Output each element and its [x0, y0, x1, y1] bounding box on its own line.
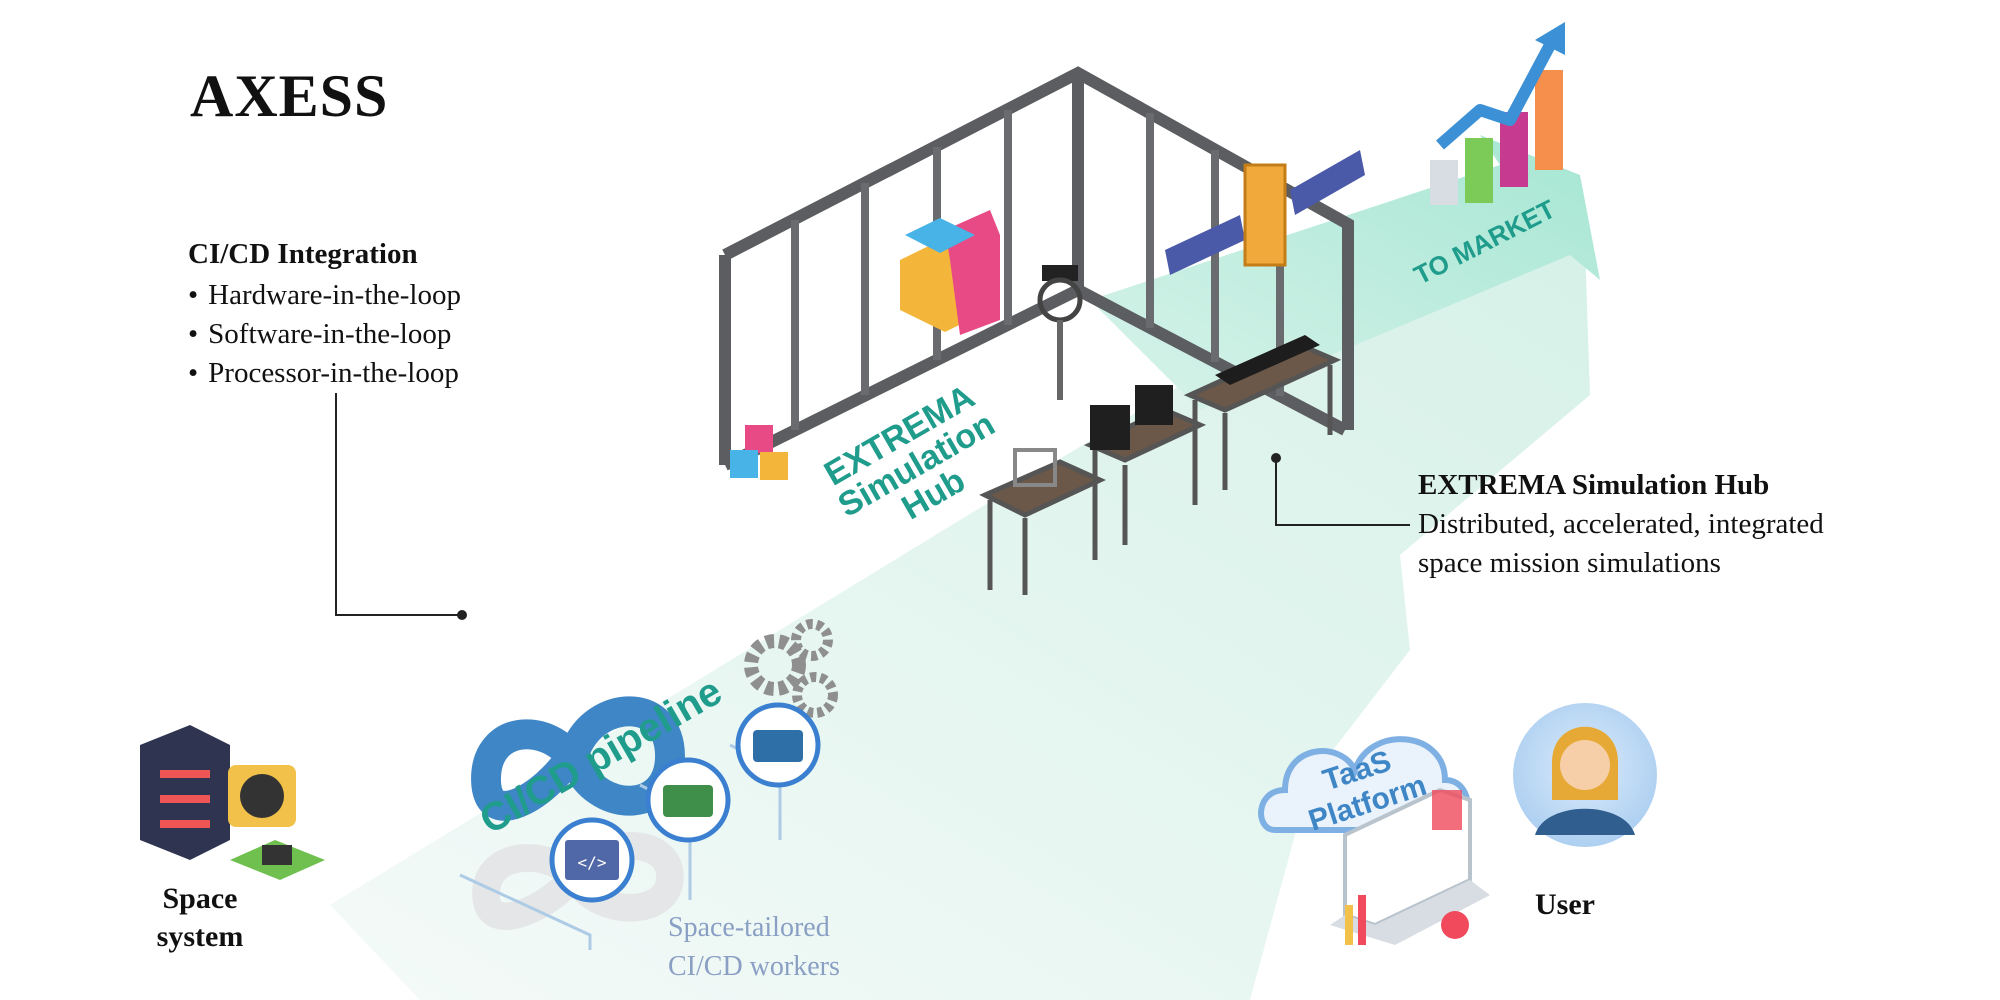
workers-label: Space-tailored CI/CD workers — [668, 908, 840, 986]
infinity-icon — [471, 696, 685, 821]
server-icon — [140, 725, 230, 860]
dev-board-icon — [735, 702, 821, 788]
small-cubes-icon — [730, 425, 788, 480]
cicd-integration-callout: CI/CD Integration Hardware-in-the-loop S… — [188, 235, 461, 393]
code-window-icon: </> — [549, 817, 635, 903]
simulation-hub-heading: EXTREMA Simulation Hub — [1418, 469, 1770, 501]
chip-icon — [230, 840, 325, 880]
cicd-integration-heading: CI/CD Integration — [188, 238, 418, 270]
satellite-icon — [1165, 150, 1365, 275]
circuit-board-icon — [645, 757, 731, 843]
cubes-icon — [900, 210, 1000, 335]
growth-chart-icon — [1430, 22, 1565, 205]
gears-icon — [744, 619, 838, 718]
space-system-line-1: Space — [162, 882, 238, 915]
space-system-line-2: system — [156, 920, 244, 953]
space-system-label: Space system — [135, 880, 265, 956]
monitors — [1013, 335, 1320, 487]
lab-tables — [979, 342, 1342, 595]
list-item: Hardware-in-the-loop — [188, 276, 461, 315]
page-title: AXESS — [190, 63, 389, 129]
list-item: Processor-in-the-loop — [188, 354, 461, 393]
cicd-integration-list: Hardware-in-the-loop Software-in-the-loo… — [188, 276, 461, 393]
leader-dot-cicd — [457, 610, 467, 620]
simulation-hub-desc-line-1: Distributed, accelerated, integrated — [1418, 508, 1824, 540]
leader-dot-hub — [1271, 453, 1281, 463]
list-item: Software-in-the-loop — [188, 315, 461, 354]
fan-icon — [228, 765, 296, 827]
antenna-icon — [1037, 265, 1083, 400]
laptop-icon — [1330, 787, 1490, 945]
svg-text:</>: </> — [578, 853, 607, 872]
simulation-room-frame — [719, 66, 1354, 471]
infinity-reflection — [472, 832, 684, 930]
simulation-hub-callout: EXTREMA Simulation Hub Distributed, acce… — [1418, 466, 1824, 583]
simulation-hub-desc-line-2: space mission simulations — [1418, 547, 1721, 579]
workers-line-2: CI/CD workers — [668, 951, 840, 982]
user-label: User — [1535, 888, 1595, 921]
leader-lines — [335, 393, 1410, 616]
workers-line-1: Space-tailored — [668, 912, 830, 943]
avatar-icon — [1513, 703, 1657, 847]
